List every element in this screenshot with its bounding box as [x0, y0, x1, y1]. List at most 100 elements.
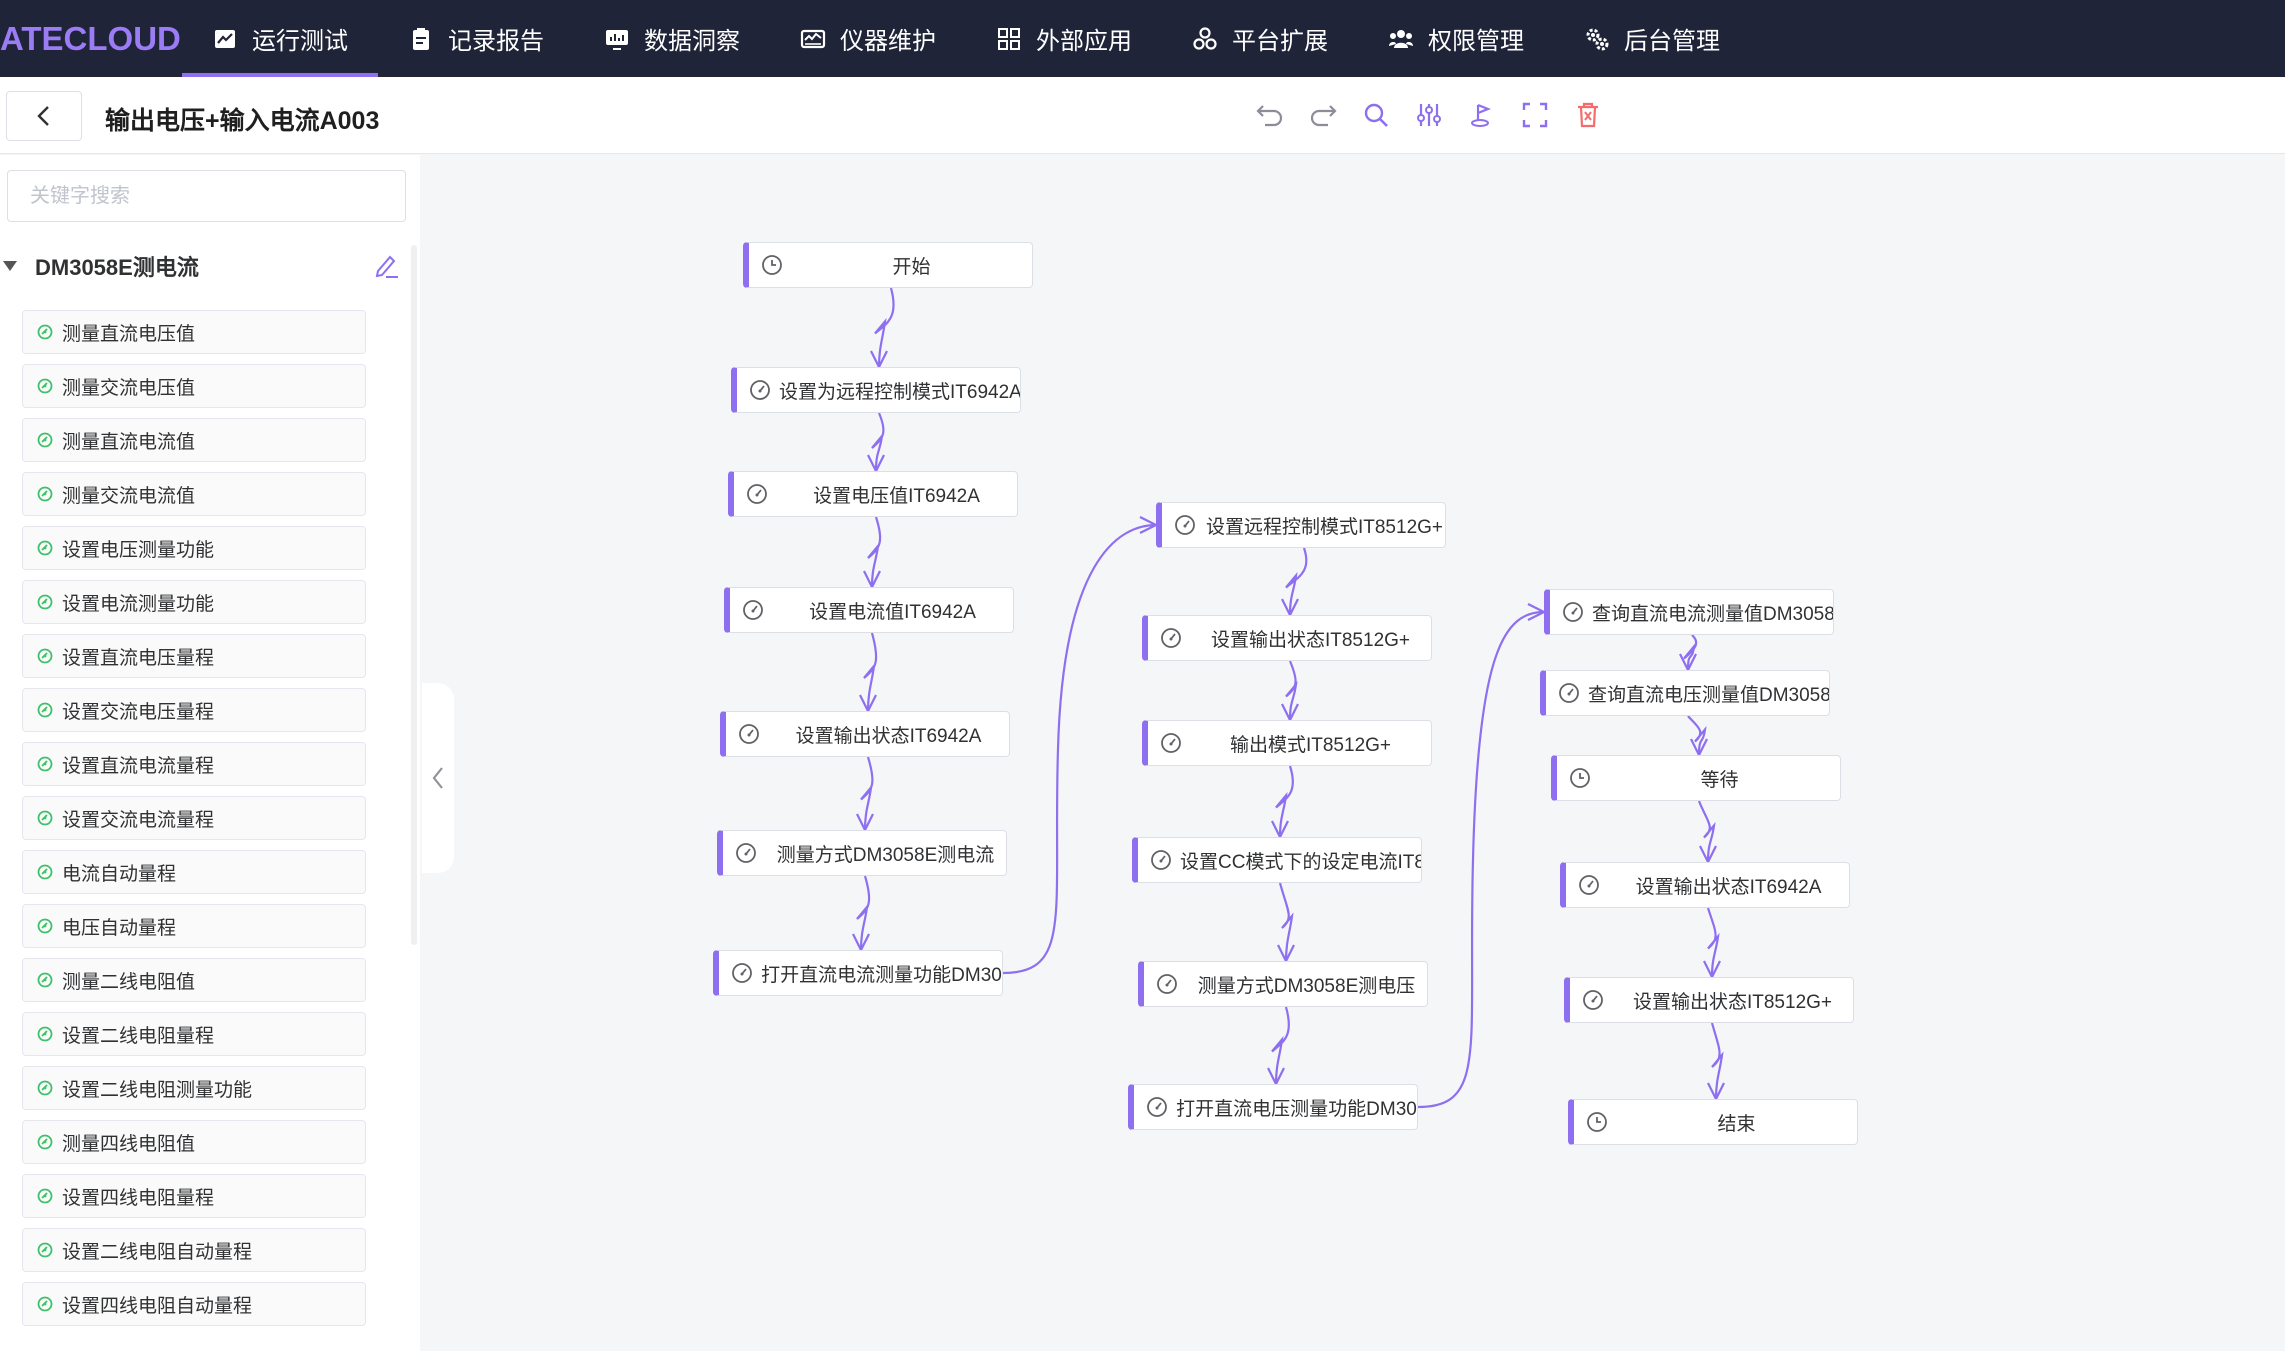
flow-node[interactable]: 查询直流电压测量值DM3058 — [1540, 670, 1830, 716]
command-item[interactable]: 设置交流电压量程 — [22, 688, 366, 732]
command-status-icon — [37, 324, 53, 340]
flow-node[interactable]: 等待 — [1551, 755, 1841, 801]
nav-item[interactable]: 外部应用 — [966, 0, 1162, 77]
settings-button[interactable] — [1409, 97, 1449, 133]
flow-node[interactable]: 设置输出状态IT6942A — [720, 711, 1010, 757]
command-label: 设置直流电流量程 — [62, 755, 215, 777]
redo-button[interactable] — [1303, 97, 1343, 133]
flow-node-label: 设置为远程控制模式IT6942A — [779, 381, 1020, 403]
command-item[interactable]: 设置二线电阻量程 — [22, 1012, 366, 1056]
delete-button[interactable] — [1568, 97, 1608, 133]
command-status-icon — [37, 486, 53, 502]
command-label: 设置二线电阻测量功能 — [62, 1079, 253, 1101]
flag-button[interactable] — [1462, 97, 1502, 133]
command-item[interactable]: 测量直流电流值 — [22, 418, 366, 462]
flow-node[interactable]: 设置输出状态IT8512G+ — [1564, 977, 1854, 1023]
flow-node-label: 结束 — [1717, 1113, 1756, 1135]
command-item[interactable]: 测量四线电阻值 — [22, 1120, 366, 1164]
command-item[interactable]: 设置四线电阻自动量程 — [22, 1282, 366, 1326]
nav-item-label: 后台管理 — [1624, 28, 1720, 55]
command-item[interactable]: 测量交流电压值 — [22, 364, 366, 408]
nav-icon-wrap — [800, 26, 826, 52]
flow-node-label: 设置输出状态IT6942A — [795, 725, 982, 747]
edit-icon[interactable] — [372, 251, 400, 279]
flow-node[interactable]: 设置远程控制模式IT8512G+ — [1156, 502, 1446, 548]
gauge-icon — [1161, 733, 1181, 753]
fullscreen-button[interactable] — [1515, 97, 1555, 133]
caret-down-icon — [3, 261, 17, 271]
nav-item[interactable]: 数据洞察 — [574, 0, 770, 77]
flow-edge — [1278, 882, 1294, 962]
flow-node[interactable]: 输出模式IT8512G+ — [1142, 720, 1432, 766]
flow-node[interactable]: 设置电压值IT6942A — [728, 471, 1018, 517]
flow-node[interactable]: 设置输出状态IT6942A — [1560, 862, 1850, 908]
nav-icon-wrap — [1388, 26, 1414, 52]
back-button[interactable] — [6, 91, 82, 141]
command-status-icon — [37, 648, 53, 664]
command-item[interactable]: 设置二线电阻测量功能 — [22, 1066, 366, 1110]
flow-node[interactable]: 开始 — [743, 242, 1033, 288]
flow-node[interactable]: 设置输出状态IT8512G+ — [1142, 615, 1432, 661]
command-item[interactable]: 设置二线电阻自动量程 — [22, 1228, 366, 1272]
command-item[interactable]: 电流自动量程 — [22, 850, 366, 894]
flow-edge — [1271, 1006, 1290, 1085]
collapse-sidebar-button[interactable] — [422, 683, 454, 873]
flow-node[interactable]: 设置CC模式下的设定电流IT8 — [1132, 837, 1422, 883]
command-label: 设置四线电阻自动量程 — [62, 1295, 253, 1317]
chevron-left-icon — [37, 106, 49, 126]
nav-item[interactable]: 仪器维护 — [770, 0, 966, 77]
nav-item-label: 外部应用 — [1036, 28, 1132, 55]
command-status-icon — [37, 1134, 53, 1150]
command-item[interactable]: 设置电流测量功能 — [22, 580, 366, 624]
command-label: 电压自动量程 — [62, 917, 177, 939]
flow-edge — [856, 875, 871, 951]
search-input[interactable] — [7, 170, 406, 222]
command-group-header[interactable]: DM3058E测电流 — [0, 245, 420, 287]
command-item[interactable]: 设置直流电压量程 — [22, 634, 366, 678]
flow-node[interactable]: 测量方式DM3058E测电压 — [1138, 961, 1428, 1007]
command-status-icon — [37, 918, 53, 934]
nav-item[interactable]: 运行测试 — [182, 0, 378, 77]
page-title: 输出电压+输入电流A003 — [105, 107, 380, 135]
flow-edge — [1285, 547, 1308, 616]
nav-item[interactable]: 权限管理 — [1358, 0, 1554, 77]
nav-item-label: 权限管理 — [1428, 28, 1524, 55]
chart-line-icon — [215, 29, 235, 48]
nav-items: 运行测试记录报告数据洞察仪器维护 外部应用 平台扩展 权限管理 后台管理 — [182, 0, 1750, 77]
command-item[interactable]: 测量直流电压值 — [22, 310, 366, 354]
undo-button[interactable] — [1250, 97, 1290, 133]
search-button[interactable] — [1356, 97, 1396, 133]
gauge-icon — [732, 963, 752, 983]
flow-node[interactable]: 打开直流电流测量功能DM30 — [713, 950, 1003, 996]
command-item[interactable]: 设置交流电流量程 — [22, 796, 366, 840]
command-item[interactable]: 设置四线电阻量程 — [22, 1174, 366, 1218]
clock-icon — [1587, 1112, 1607, 1132]
command-item[interactable]: 测量交流电流值 — [22, 472, 366, 516]
sidebar-scrollbar[interactable] — [411, 245, 417, 945]
flow-canvas[interactable]: 开始设置为远程控制模式IT6942A 设置电压值IT6942A 设置电流值IT694… — [420, 155, 2285, 1351]
command-item[interactable]: 设置直流电流量程 — [22, 742, 366, 786]
flow-node-label: 打开直流电压测量功能DM30 — [1176, 1098, 1417, 1120]
nav-item[interactable]: 后台管理 — [1554, 0, 1750, 77]
flow-node[interactable]: 测量方式DM3058E测电流 — [717, 830, 1007, 876]
flow-node[interactable]: 打开直流电压测量功能DM30 — [1128, 1084, 1418, 1130]
flow-node-label: 查询直流电流测量值DM3058 — [1592, 603, 1833, 625]
flow-edge — [1706, 907, 1720, 978]
flow-node-label: 设置电压值IT6942A — [813, 485, 980, 507]
flow-node[interactable]: 设置为远程控制模式IT6942A — [731, 367, 1021, 413]
command-status-icon — [37, 540, 53, 556]
nav-item[interactable]: 记录报告 — [378, 0, 574, 77]
flow-edge — [874, 287, 895, 368]
command-status-icon — [37, 1296, 53, 1312]
nav-icon-wrap — [1584, 26, 1610, 52]
flow-node[interactable]: 结束 — [1568, 1099, 1858, 1145]
clock-icon — [762, 255, 782, 275]
command-item[interactable]: 设置电压测量功能 — [22, 526, 366, 570]
sliders-icon — [1417, 104, 1441, 126]
flow-node[interactable]: 设置电流值IT6942A — [724, 587, 1014, 633]
command-item[interactable]: 测量二线电阻值 — [22, 958, 366, 1002]
gauge-icon — [1175, 515, 1195, 535]
flow-node[interactable]: 查询直流电流测量值DM3058 — [1544, 589, 1834, 635]
command-item[interactable]: 电压自动量程 — [22, 904, 366, 948]
nav-item[interactable]: 平台扩展 — [1162, 0, 1358, 77]
